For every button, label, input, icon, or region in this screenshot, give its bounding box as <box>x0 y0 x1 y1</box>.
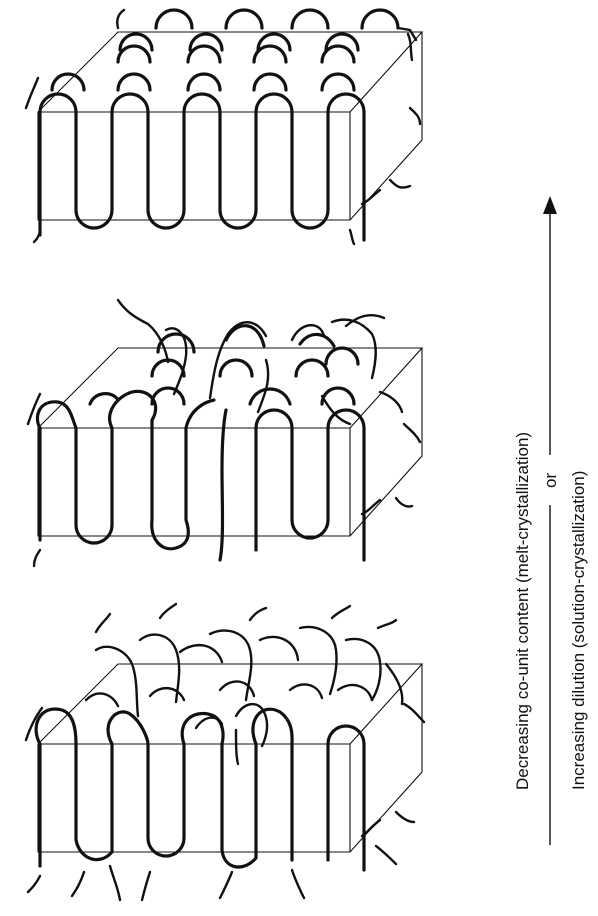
top-surface-folds <box>52 10 398 90</box>
direction-arrow-icon <box>543 196 557 214</box>
caption-line-1: Decreasing co-unit content (melt-crystal… <box>513 432 532 790</box>
caption-line-2: Increasing dilution (solution-crystalliz… <box>569 471 588 790</box>
partially-adjacent-lamella <box>28 300 422 566</box>
front-folds <box>40 94 364 240</box>
random-switchboard-lamella <box>26 604 424 900</box>
front-folds <box>36 709 364 870</box>
adjacent-reentry-lamella <box>26 10 422 244</box>
chain-ends <box>26 10 420 244</box>
caption-group: Decreasing co-unit content (melt-crystal… <box>513 196 588 845</box>
front-folds <box>37 391 364 560</box>
tangled-surface-loops <box>86 627 402 764</box>
caption-connector: or <box>541 473 560 488</box>
